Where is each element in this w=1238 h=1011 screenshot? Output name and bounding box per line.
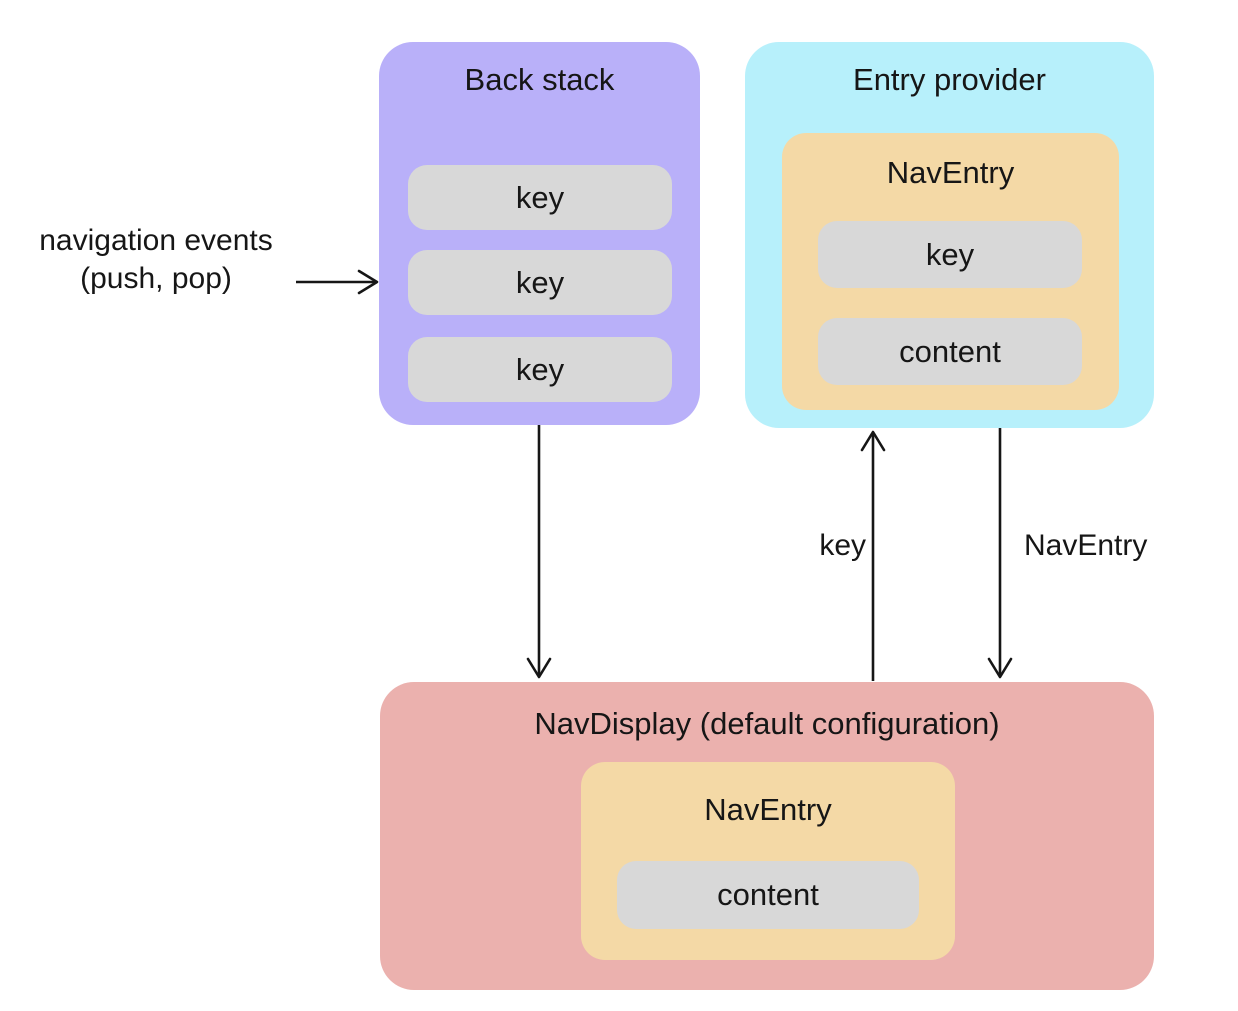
entry-provider-naventry-box: NavEntry key content [782,133,1119,410]
entry-provider-box: Entry provider NavEntry key content [745,42,1154,428]
naventry-arrow-label: NavEntry [1024,529,1148,562]
entry-provider-naventry-title: NavEntry [886,155,1015,190]
navigation-events-line1: navigation events [39,224,273,257]
navigation-events-label: navigation events (push, pop) [6,222,306,298]
entry-provider-key-pill: key [818,221,1082,288]
navigation-events-line2: (push, pop) [80,262,232,295]
nav-display-naventry-box: NavEntry content [581,762,955,960]
back-stack-key-pill-1: key [408,165,672,230]
back-stack-key-pill-3: key [408,337,672,402]
nav-display-title: NavDisplay (default configuration) [534,706,1000,741]
back-stack-box: Back stack key key key [379,42,700,425]
entry-provider-title: Entry provider [853,62,1046,97]
back-stack-title: Back stack [464,62,615,97]
nav-display-naventry-title: NavEntry [704,792,832,827]
key-arrow-label: key [819,529,866,562]
nav-display-box: NavDisplay (default configuration) NavEn… [380,682,1154,990]
back-stack-key-pill-2: key [408,250,672,315]
entry-provider-content-pill: content [818,318,1082,385]
nav-display-content-pill: content [617,861,919,929]
